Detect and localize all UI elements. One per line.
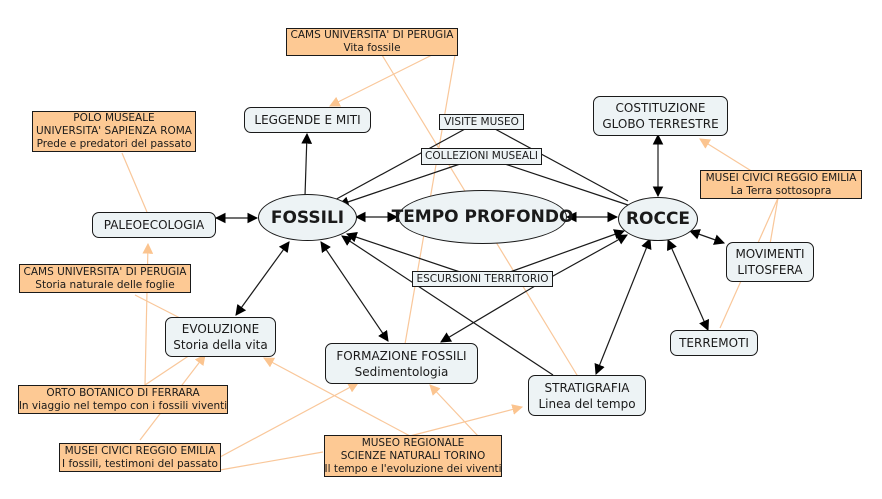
concept-terremoti[interactable]: TERREMOTI: [670, 330, 758, 356]
resource-link: [429, 384, 479, 437]
concept-tempo-profondo-label: TEMPO PROFONDO: [391, 207, 574, 227]
link-fossili-formazione: [320, 241, 389, 342]
concept-movimenti-line2: LITOSFERA: [737, 263, 803, 277]
concept-rocce-label: ROCCE: [625, 209, 691, 229]
link-rocce-terremoti: [667, 239, 709, 331]
resource-subtitle: Prede e predatori del passato: [36, 138, 192, 150]
resource-title-2: UNIVERSITA' SAPIENZA ROMA: [36, 125, 192, 137]
resource-link: [409, 404, 524, 437]
resource-link: [769, 197, 779, 245]
resource-subtitle: Il tempo e l'evoluzione dei viventi: [324, 462, 502, 475]
concept-formazione-title: FORMAZIONE FOSSILI: [336, 348, 467, 363]
resource-link: [219, 451, 324, 471]
concept-movimenti-line1: MOVIMENTI: [735, 247, 805, 261]
link-fossili-evoluzione: [235, 241, 290, 316]
linklabel-visite-text: VISITE MUSEO: [444, 115, 519, 128]
resource-link: [121, 152, 148, 213]
link-rocce-stratigrafia: [594, 237, 652, 376]
link-rocce-movimenti: [688, 229, 726, 245]
resource-subtitle: La Terra sottosopra: [730, 184, 832, 197]
resource-title: POLO MUSEALE: [73, 112, 155, 124]
resource-subtitle: In viaggio nel tempo con i fossili viven…: [18, 399, 228, 412]
linklabel-escursioni-text: ESCURSIONI TERRITORIO: [416, 272, 549, 285]
concept-paleoecologia[interactable]: PALEOECOLOGIA: [92, 212, 216, 238]
concept-costituzione-line2: GLOBO TERRESTRE: [602, 117, 719, 131]
linklabel-escursioni-territorio: ESCURSIONI TERRITORIO: [412, 271, 553, 287]
concept-costituzione[interactable]: COSTITUZIONE GLOBO TERRESTRE: [593, 96, 728, 136]
concept-stratigrafia-subtitle: Linea del tempo: [538, 396, 636, 411]
concept-fossili-label: FOSSILI: [270, 207, 345, 228]
resource-title: CAMS UNIVERSITA' DI PERUGIA: [23, 265, 187, 278]
resource-title-2: SCIENZE NATURALI TORINO: [340, 449, 486, 462]
concept-paleoecologia-label: PALEOECOLOGIA: [103, 218, 205, 232]
concept-tempo-profondo[interactable]: TEMPO PROFONDO: [392, 190, 573, 244]
resource-link: [329, 54, 433, 107]
link-fossili-stratigrafia: [341, 235, 554, 376]
resource-cams-storia-foglie[interactable]: CAMS UNIVERSITA' DI PERUGIA Storia natur…: [19, 264, 191, 293]
resource-musei-reggio-terra[interactable]: MUSEI CIVICI REGGIO EMILIA La Terra sott…: [700, 170, 862, 199]
concept-fossili[interactable]: FOSSILI: [258, 194, 357, 241]
resource-title: CAMS UNIVERSITA' DI PERUGIA: [290, 29, 454, 41]
resource-title: MUSEI CIVICI REGGIO EMILIA: [64, 444, 216, 457]
resource-orto-botanico-ferrara[interactable]: ORTO BOTANICO DI FERRARA In viaggio nel …: [18, 385, 228, 414]
concept-leggende-label: LEGGENDE E MITI: [254, 113, 361, 127]
resource-link: [263, 357, 411, 437]
concept-evoluzione[interactable]: EVOLUZIONE Storia della vita: [165, 317, 276, 357]
concept-formazione-fossili[interactable]: FORMAZIONE FOSSILI Sedimentologia: [325, 343, 478, 384]
resource-subtitle: Vita fossile: [343, 42, 401, 54]
concept-evoluzione-title: EVOLUZIONE: [181, 322, 260, 336]
concept-rocce[interactable]: ROCCE: [618, 197, 698, 241]
concept-terremoti-label: TERREMOTI: [679, 336, 749, 350]
resource-museo-torino[interactable]: MUSEO REGIONALE SCIENZE NATURALI TORINO …: [324, 435, 502, 477]
concept-movimenti-litosfera[interactable]: MOVIMENTI LITOSFERA: [726, 242, 814, 282]
concept-stratigrafia[interactable]: STRATIGRAFIA Linea del tempo: [528, 375, 646, 416]
resource-link: [699, 138, 754, 173]
concept-leggende[interactable]: LEGGENDE E MITI: [244, 107, 371, 133]
resource-polo-museale-roma[interactable]: POLO MUSEALE UNIVERSITA' SAPIENZA ROMA P…: [32, 111, 196, 152]
linklabel-collezioni-museali: COLLEZIONI MUSEALI: [421, 148, 542, 165]
resource-title: MUSEO REGIONALE: [361, 436, 465, 449]
resource-link: [144, 354, 191, 386]
concept-stratigrafia-title: STRATIGRAFIA: [544, 380, 630, 395]
resource-title: ORTO BOTANICO DI FERRARA: [46, 386, 200, 399]
concept-formazione-subtitle: Sedimentologia: [354, 364, 449, 379]
linklabel-visite-museo: VISITE MUSEO: [439, 114, 524, 130]
link-fossili-leggende: [301, 132, 313, 197]
concept-evoluzione-subtitle: Storia della vita: [173, 338, 268, 352]
resource-subtitle: Storia naturale delle foglie: [35, 278, 175, 291]
resource-subtitle: I fossili, testimoni del passato: [62, 457, 218, 470]
resource-title: MUSEI CIVICI REGGIO EMILIA: [705, 171, 857, 184]
linklabel-collezioni-text: COLLEZIONI MUSEALI: [425, 150, 538, 162]
concept-costituzione-line1: COSTITUZIONE: [615, 101, 706, 115]
resource-musei-reggio-fossili[interactable]: MUSEI CIVICI REGGIO EMILIA I fossili, te…: [59, 443, 221, 472]
resource-link: [134, 294, 181, 319]
resource-cams-vita-fossile[interactable]: CAMS UNIVERSITA' DI PERUGIA Vita fossile: [286, 28, 458, 56]
